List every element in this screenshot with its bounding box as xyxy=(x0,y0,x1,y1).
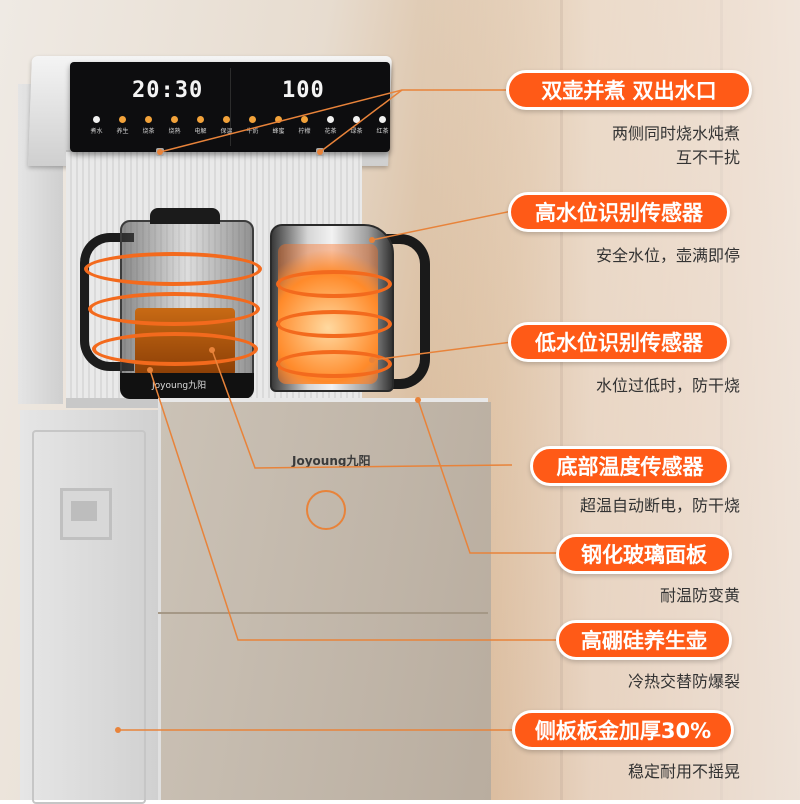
right-button-row: 牛奶 蜂蜜 柠檬 花茶 绿茶 红茶 xyxy=(244,116,391,135)
panel-button[interactable]: 电解 xyxy=(192,116,209,135)
heat-ring xyxy=(276,350,392,378)
panel-button[interactable]: 红茶 xyxy=(374,116,391,135)
panel-button[interactable]: 烧茶 xyxy=(140,116,157,135)
feature-desc: 耐温防变黄 xyxy=(659,586,740,605)
brand-logo: Joyoung九阳 xyxy=(292,454,371,468)
feature-title: 侧板板金加厚30% xyxy=(512,710,734,750)
cabinet-side xyxy=(20,410,160,800)
panel-button[interactable]: 花茶 xyxy=(322,116,339,135)
feature-title: 双壶并煮 双出水口 xyxy=(506,70,752,110)
panel-button-label: 蜂蜜 xyxy=(272,128,285,135)
panel-button[interactable]: 牛奶 xyxy=(244,116,261,135)
panel-button[interactable]: 柠檬 xyxy=(296,116,313,135)
side-handle xyxy=(60,488,112,540)
left-display: 20:30 xyxy=(132,78,204,103)
feature-title: 高硼硅养生壶 xyxy=(556,620,732,660)
feature-desc: 超温自动断电，防干烧 xyxy=(579,496,740,515)
feature-title: 高水位识别传感器 xyxy=(508,192,730,232)
feature-title: 底部温度传感器 xyxy=(530,446,730,486)
heat-ring xyxy=(276,270,392,298)
kettle-lid xyxy=(150,208,220,224)
panel-button[interactable]: 养生 xyxy=(114,116,131,135)
heat-ring xyxy=(84,252,262,286)
side-panel xyxy=(32,430,146,804)
heat-ring xyxy=(92,332,258,366)
panel-button[interactable]: 保温 xyxy=(218,116,235,135)
panel-button-label: 柠檬 xyxy=(298,128,311,135)
panel-button[interactable]: 煮水 xyxy=(88,116,105,135)
feature-desc: 稳定耐用不摇晃 xyxy=(627,762,740,781)
right-display: 100 xyxy=(282,78,325,103)
panel-button[interactable]: 绿茶 xyxy=(348,116,365,135)
left-button-row: 煮水 养生 烧茶 烧熟 电解 保温 xyxy=(88,116,235,135)
heat-ring xyxy=(88,292,260,326)
panel-button[interactable]: 烧熟 xyxy=(166,116,183,135)
touch-ring[interactable] xyxy=(306,490,346,530)
panel-button-label: 绿茶 xyxy=(350,128,363,135)
kettle-brand: Joyoung九阳 xyxy=(152,381,207,391)
feature-title: 钢化玻璃面板 xyxy=(556,534,732,574)
right-spout xyxy=(316,148,324,156)
feature-desc: 安全水位，壶满即停 xyxy=(595,246,740,265)
panel-button-label: 电解 xyxy=(194,128,207,135)
feature-desc: 水位过低时，防干烧 xyxy=(595,376,740,395)
left-spout xyxy=(156,148,164,156)
panel-button-label: 保温 xyxy=(220,128,233,135)
feature-desc: 两侧同时烧水炖煮 xyxy=(611,124,740,143)
panel-button[interactable]: 蜂蜜 xyxy=(270,116,287,135)
panel-button-label: 牛奶 xyxy=(246,128,259,135)
kettle-handle xyxy=(80,233,134,371)
feature-desc: 互不干扰 xyxy=(675,148,740,167)
panel-button-label: 养生 xyxy=(116,128,129,135)
panel-button-label: 煮水 xyxy=(90,128,103,135)
panel-button-label: 红茶 xyxy=(376,128,389,135)
heat-ring xyxy=(276,310,392,338)
door-seam xyxy=(158,612,488,614)
control-panel: 20:30 100 煮水 养生 烧茶 烧熟 电解 保温 牛奶 蜂蜜 柠檬 花茶 … xyxy=(70,62,390,152)
panel-button-label: 烧茶 xyxy=(142,128,155,135)
panel-button-label: 烧熟 xyxy=(168,128,181,135)
feature-desc: 冷热交替防爆裂 xyxy=(627,672,740,691)
panel-button-label: 花茶 xyxy=(324,128,337,135)
feature-title: 低水位识别传感器 xyxy=(508,322,730,362)
